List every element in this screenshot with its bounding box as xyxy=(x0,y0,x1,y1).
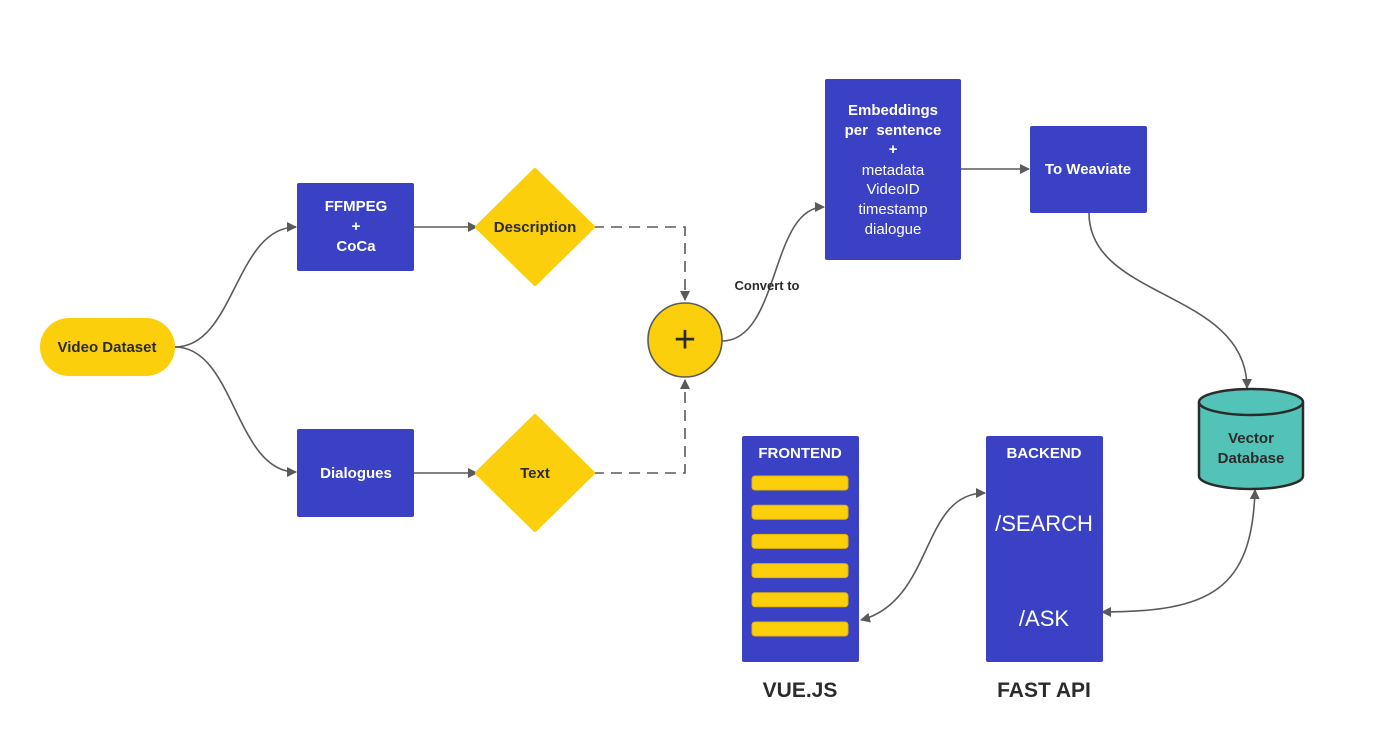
text-node: Text xyxy=(475,414,595,532)
edge-description-to-plus xyxy=(593,226,690,301)
frontend-list-row xyxy=(751,533,849,549)
merge-plus-node: + xyxy=(647,302,723,378)
dialogues-node: Dialogues xyxy=(297,429,414,517)
edge-text-to-plus xyxy=(593,379,690,474)
frontend-list-row xyxy=(751,563,849,579)
to-weaviate-node: To Weaviate xyxy=(1030,126,1147,213)
ffmpeg-label-line: FFMPEG xyxy=(325,198,388,215)
frontend-caption: VUE.JS xyxy=(763,679,838,702)
ffmpeg-label-line: CoCa xyxy=(336,238,376,255)
backend-title: BACKEND xyxy=(1007,445,1082,462)
dialogues-label: Dialogues xyxy=(320,465,392,482)
embeddings-meta-line: timestamp xyxy=(858,201,927,218)
edge-dataset-to-dialogues xyxy=(174,346,297,477)
to-weaviate-label: To Weaviate xyxy=(1045,161,1131,178)
text-label: Text xyxy=(520,465,550,482)
embeddings-meta-line: dialogue xyxy=(865,221,922,238)
ffmpeg-coca-node: FFMPEG + CoCa xyxy=(297,183,414,271)
frontend-row-list xyxy=(751,475,849,637)
vector-database-node: Vector Database xyxy=(1197,387,1305,491)
embeddings-plus: + xyxy=(889,141,898,158)
backend-ask-endpoint: /ASK xyxy=(1019,606,1069,631)
description-node: Description xyxy=(475,168,595,286)
frontend-list-row xyxy=(751,621,849,637)
edge-vector-db-backend xyxy=(1101,489,1260,617)
description-label: Description xyxy=(494,219,577,236)
video-dataset-node: Video Dataset xyxy=(40,318,175,376)
frontend-list-row xyxy=(751,504,849,520)
frontend-list-row xyxy=(751,592,849,608)
embeddings-meta-line: metadata xyxy=(862,162,925,179)
frontend-list-row xyxy=(751,475,849,491)
edges xyxy=(174,164,1260,623)
ffmpeg-label-line: + xyxy=(352,218,361,235)
frontend-node: FRONTEND xyxy=(742,436,859,662)
backend-caption: FAST API xyxy=(997,679,1091,702)
vector-database-label: Database xyxy=(1218,450,1285,467)
embeddings-node: Embeddings per sentence + metadata Video… xyxy=(825,79,961,260)
edge-weaviate-to-vector-db xyxy=(1088,212,1252,389)
embeddings-title-line: per sentence xyxy=(845,122,942,139)
edge-plus-to-embeddings xyxy=(721,202,825,342)
embeddings-title-line: Embeddings xyxy=(848,102,938,119)
backend-search-endpoint: /SEARCH xyxy=(995,511,1093,536)
convert-to-label: Convert to xyxy=(735,278,800,293)
edge-frontend-backend xyxy=(860,488,986,623)
edge-dataset-to-ffmpeg xyxy=(174,222,297,348)
backend-node: BACKEND /SEARCH /ASK xyxy=(986,436,1103,662)
plus-icon: + xyxy=(674,319,696,361)
vector-database-label: Vector xyxy=(1228,430,1274,447)
frontend-title: FRONTEND xyxy=(758,445,841,462)
embeddings-meta-line: VideoID xyxy=(866,181,919,198)
video-dataset-label: Video Dataset xyxy=(58,339,157,356)
